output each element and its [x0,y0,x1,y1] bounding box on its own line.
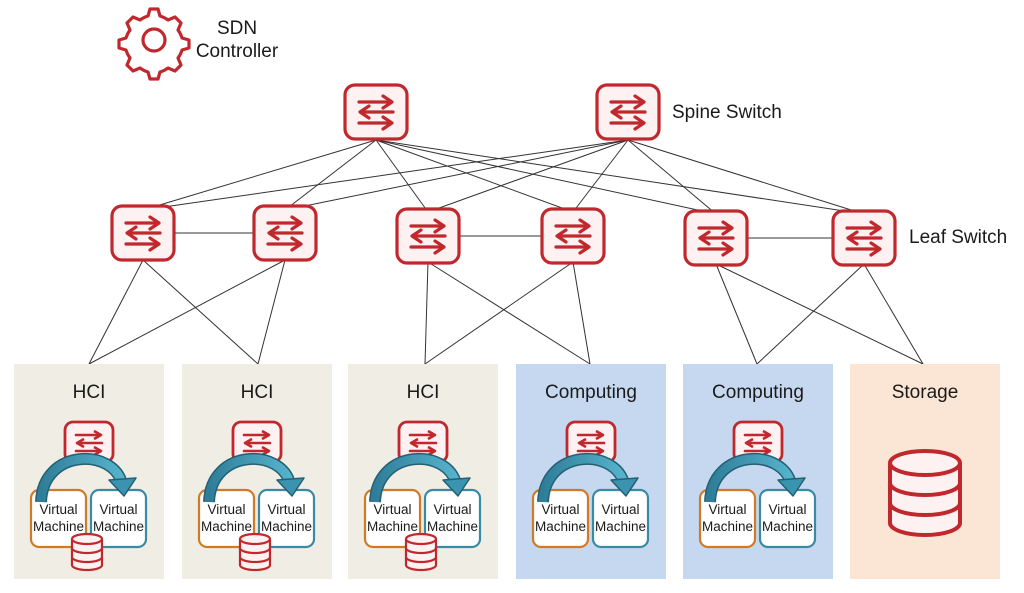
switch-icon [110,204,176,262]
switch-icon [395,207,461,265]
disk-icon [404,532,438,572]
switch-icon [252,204,318,262]
leaf-switch-label: Leaf Switch [909,227,1007,248]
controller-label-line1: SDN [217,18,257,39]
migration-arrow-icon [537,452,639,503]
disk-icon [70,532,104,572]
switch-icon [831,209,897,267]
gear-icon [117,7,191,81]
switch-icon [540,207,606,265]
leaf-switch [831,209,897,267]
migration-arrow-icon [35,452,137,503]
rack-label: HCI [407,382,440,403]
leaf-switch [110,204,176,262]
rack-label: HCI [241,382,274,403]
leaf-switch [252,204,318,262]
migration-arrow-icon [369,452,471,503]
switch-icon [595,83,661,141]
switch-icon [683,209,749,267]
spine-layer: Spine Switch [343,83,782,141]
network-links [88,139,924,365]
spine-switch [595,83,661,141]
migration-arrow-icon [203,452,305,503]
rack-label: HCI [73,382,106,403]
spine-switch-label: Spine Switch [672,102,782,123]
storage-disk-icon [888,449,962,537]
rack-label: Storage [892,382,959,403]
rack-label: Computing [712,382,804,403]
controller-label-line2: Controller [196,41,279,62]
disk-icon [238,532,272,572]
sdn-controller: SDN Controller [117,7,279,81]
leaf-layer: Leaf Switch [110,204,1007,267]
switch-icon [343,83,409,141]
spine-switch [343,83,409,141]
leaf-switch [540,207,606,265]
migration-arrow-icon [704,452,806,503]
leaf-switch [683,209,749,267]
rack-label: Computing [545,382,637,403]
rack-storage: Storage [850,364,1000,579]
leaf-switch [395,207,461,265]
